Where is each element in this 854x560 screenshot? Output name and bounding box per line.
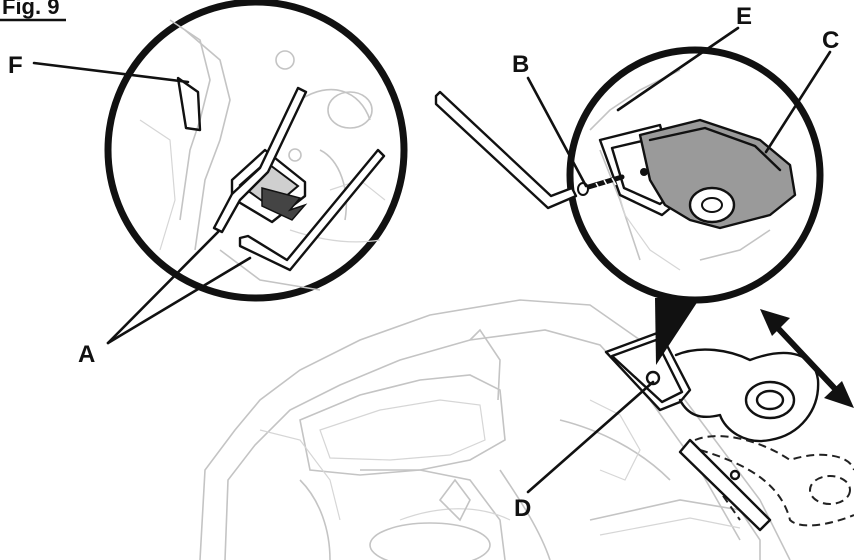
figure-title-text: Fig. 9 — [2, 0, 59, 19]
chute-deflector — [604, 330, 820, 443]
label-c: C — [822, 27, 839, 54]
adjust-direction-arrow — [760, 309, 854, 408]
label-f: F — [8, 52, 23, 79]
machine-body-outline — [199, 299, 791, 560]
leader-b — [526, 76, 588, 188]
allen-key-right — [434, 90, 578, 210]
detail-circle-right — [566, 46, 824, 365]
figure-title: Fig. 9 — [0, 0, 66, 22]
label-d: D — [514, 495, 531, 522]
leader-e — [616, 26, 740, 112]
label-b: B — [512, 51, 529, 78]
leader-f — [32, 61, 190, 84]
detail-circle-left — [104, 0, 408, 302]
leader-a-2 — [106, 256, 252, 345]
leader-lines — [32, 26, 832, 494]
leader-c — [764, 50, 832, 154]
leader-d — [526, 380, 655, 494]
label-e: E — [736, 3, 752, 30]
chute-panel — [678, 438, 772, 532]
label-a: A — [78, 341, 95, 368]
leader-a-1 — [106, 230, 220, 345]
